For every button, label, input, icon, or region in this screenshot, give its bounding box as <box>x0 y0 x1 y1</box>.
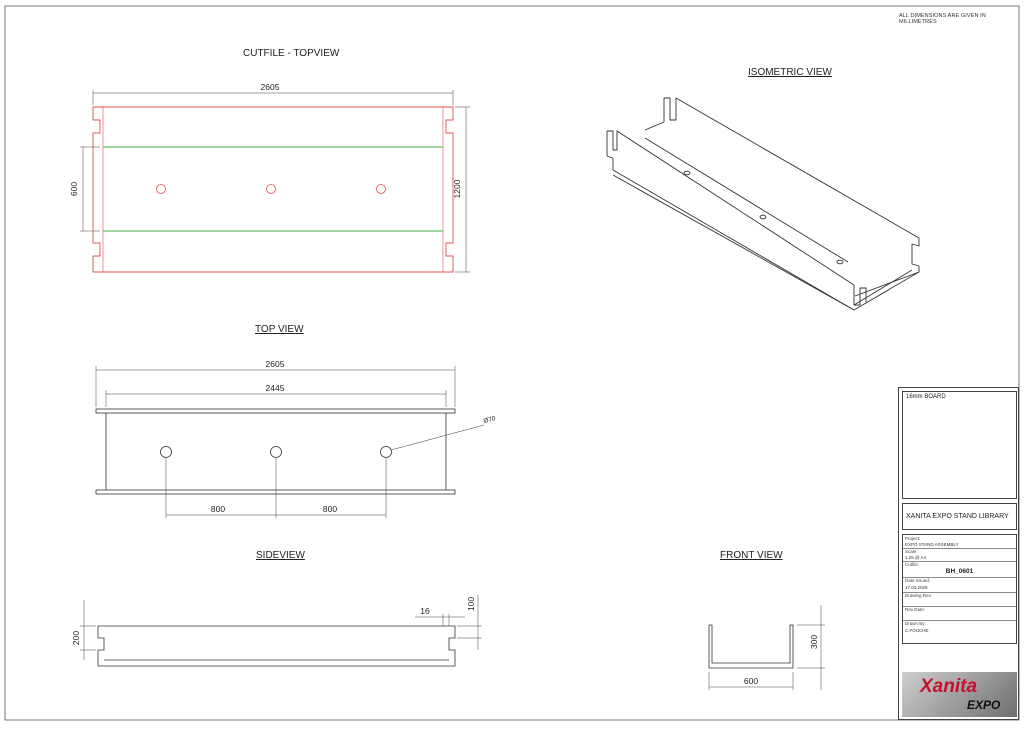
dim-top-gap2: 800 <box>323 504 337 514</box>
rev-date-label: Rev Date: <box>905 607 926 612</box>
title-top-view: TOP VIEW <box>255 324 304 335</box>
dim-side-height: 200 <box>71 631 81 645</box>
drawn-by-label: Drawn By: <box>905 621 926 626</box>
cut-hole-3 <box>376 184 386 194</box>
drawing-rev-label: Drawing Rev: <box>905 593 933 598</box>
logo-sub-text: EXPO <box>967 698 1001 712</box>
dim-top-gap1: 800 <box>211 504 225 514</box>
project-value: EXPO STAND ASSEMBLY <box>905 542 959 547</box>
drawn-by-value: C.FOUCHE <box>905 628 929 633</box>
top-hole-1 <box>160 446 172 458</box>
cutfile-topview-drawing <box>80 90 470 273</box>
info-box: Project: EXPO STAND ASSEMBLY Scale: 1:25… <box>902 534 1017 644</box>
cut-hole-1 <box>156 184 166 194</box>
sheet-border <box>4 5 1020 721</box>
dim-side-slot-w: 16 <box>420 606 430 616</box>
dim-top-width: 2605 <box>266 359 285 369</box>
project-label: Project: <box>905 536 921 541</box>
dim-cut-height: 1200 <box>452 179 462 198</box>
top-view-drawing <box>95 366 485 518</box>
xanita-expo-logo: Xanita EXPO <box>902 672 1017 717</box>
dim-front-width: 600 <box>744 676 758 686</box>
dim-cut-inner: 600 <box>69 182 79 196</box>
library-label: XANITA EXPO STAND LIBRARY <box>906 513 1009 520</box>
dim-top-inner: 2445 <box>266 383 285 393</box>
library-box: XANITA EXPO STAND LIBRARY <box>902 503 1017 530</box>
title-side-view: SIDEVIEW <box>256 550 305 561</box>
side-view-drawing <box>80 595 482 667</box>
cut-outline <box>92 106 454 273</box>
cut-hole-2 <box>266 184 276 194</box>
front-view-drawing <box>708 605 825 690</box>
logo-main-text: Xanita <box>920 676 978 697</box>
date-value: 17.03.2025 <box>905 585 928 590</box>
top-hole-2 <box>270 446 282 458</box>
dim-cut-width: 2605 <box>261 82 280 92</box>
dim-top-hole: Ø70 <box>483 415 497 425</box>
top-hole-3 <box>380 446 392 458</box>
title-isometric-view: ISOMETRIC VIEW <box>748 67 832 78</box>
top-board-lower <box>95 489 456 495</box>
scale-label: Scale: <box>905 549 918 554</box>
cutfile-label: Cutfile: <box>905 562 920 567</box>
dim-front-height: 300 <box>809 635 819 649</box>
cutfile-value: BH_0601 <box>945 568 974 575</box>
top-board-upper <box>95 408 456 414</box>
dim-side-slot-h: 100 <box>466 597 476 611</box>
units-note: ALL DIMENSIONS ARE GIVEN IN MILLIMETRES <box>899 13 986 25</box>
material-label: 16mm BOARD <box>906 394 946 400</box>
date-label: Date issued: <box>905 578 931 583</box>
title-cutfile-topview: CUTFILE - TOPVIEW <box>243 48 340 59</box>
isometric-drawing <box>606 97 920 311</box>
title-block: 16mm BOARD XANITA EXPO STAND LIBRARY Pro… <box>898 387 1019 720</box>
scale-value: 1:25 @ A4 <box>905 555 927 560</box>
material-box: 16mm BOARD <box>902 391 1017 499</box>
title-front-view: FRONT VIEW <box>720 550 783 561</box>
